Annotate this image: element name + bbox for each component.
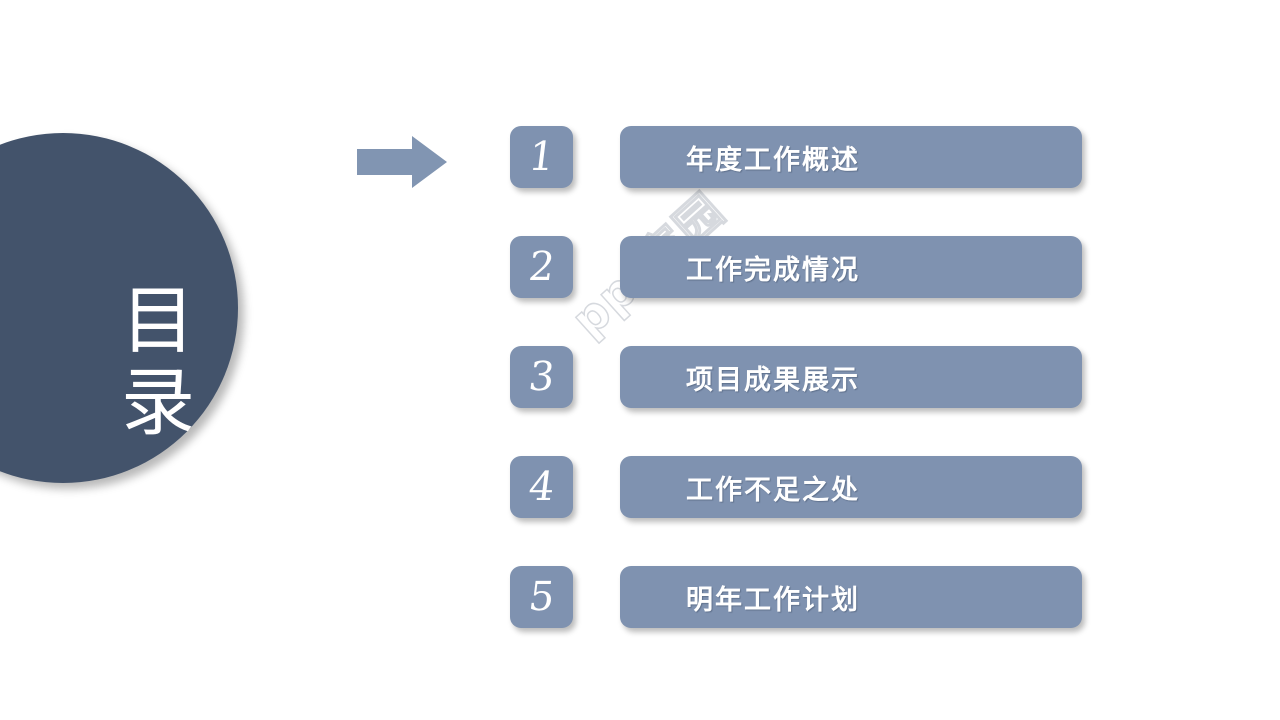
agenda-number-2: 2	[525, 244, 558, 290]
agenda-label-2: 工作完成情况	[686, 254, 860, 286]
agenda-number-badge-2: 2	[510, 236, 573, 298]
page-title-char-2: 录	[121, 363, 195, 445]
agenda-number-badge-3: 3	[510, 346, 573, 408]
agenda-label-5: 明年工作计划	[686, 584, 860, 616]
agenda-number-5: 5	[525, 574, 558, 620]
agenda-list: 1 年度工作概述 2 工作完成情况 3 项目成果展示 4	[510, 126, 1082, 628]
list-item[interactable]: 2 工作完成情况	[510, 236, 1082, 298]
agenda-bar-1[interactable]: 年度工作概述	[620, 126, 1082, 188]
page-title-char-1: 目	[121, 281, 195, 363]
agenda-bar-4[interactable]: 工作不足之处	[620, 456, 1082, 518]
list-item[interactable]: 1 年度工作概述	[510, 126, 1082, 188]
agenda-label-4: 工作不足之处	[686, 474, 860, 506]
agenda-label-3: 项目成果展示	[686, 364, 860, 396]
list-item[interactable]: 4 工作不足之处	[510, 456, 1082, 518]
list-item[interactable]: 5 明年工作计划	[510, 566, 1082, 628]
agenda-number-3: 3	[525, 354, 558, 400]
agenda-bar-5[interactable]: 明年工作计划	[620, 566, 1082, 628]
agenda-number-4: 4	[525, 464, 558, 510]
arrow-right-icon	[357, 136, 447, 188]
list-item[interactable]: 3 项目成果展示	[510, 346, 1082, 408]
agenda-bar-2[interactable]: 工作完成情况	[620, 236, 1082, 298]
agenda-number-badge-1: 1	[510, 126, 573, 188]
agenda-bar-3[interactable]: 项目成果展示	[620, 346, 1082, 408]
agenda-number-badge-5: 5	[510, 566, 573, 628]
page-title: 目 录	[110, 281, 206, 445]
agenda-number-badge-4: 4	[510, 456, 573, 518]
agenda-label-1: 年度工作概述	[686, 144, 860, 176]
agenda-number-1: 1	[525, 134, 558, 180]
